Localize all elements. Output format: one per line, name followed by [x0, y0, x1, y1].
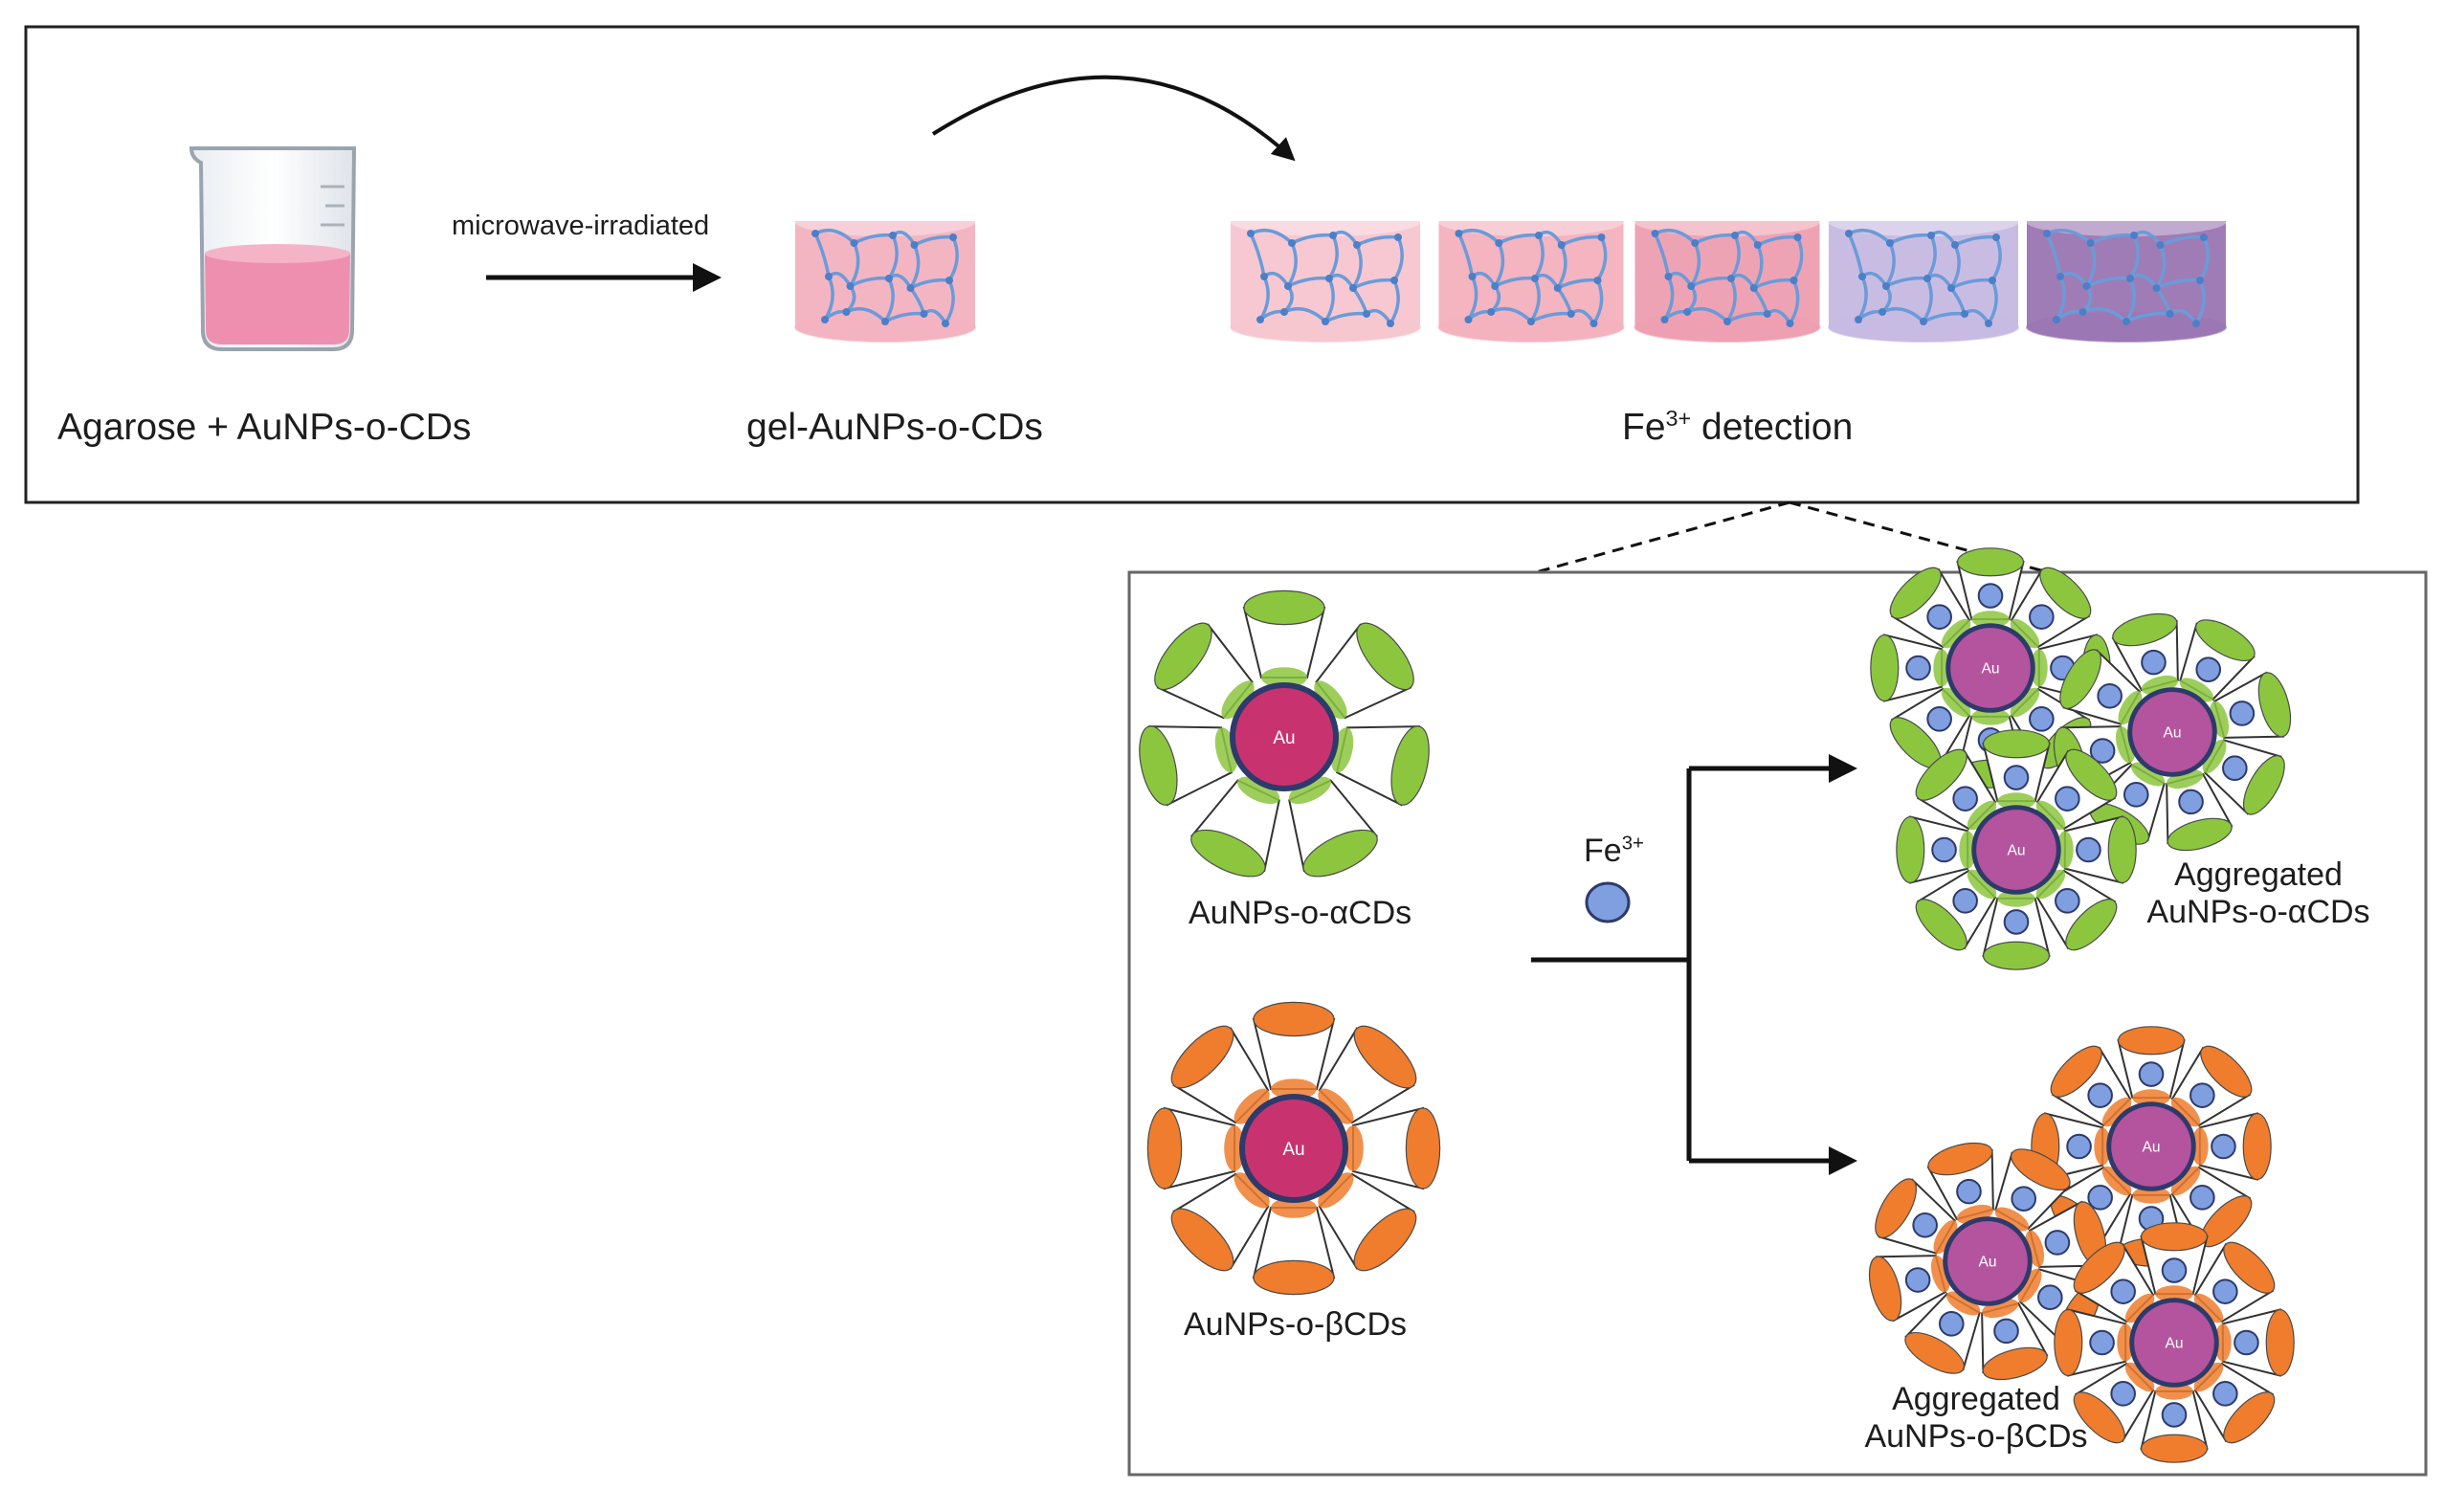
alpha-label: AuNPs-o-αCDs: [1189, 895, 1412, 931]
fe-ion-icon: [1585, 881, 1631, 923]
gel-disc-4: [1827, 204, 2020, 344]
aggregated-beta-label: Aggregated AuNPs-o-βCDs: [1864, 1381, 2088, 1455]
gel-disc-5: [2025, 204, 2228, 344]
gel-disc-1: [1229, 204, 1422, 344]
arrow-label: microwave-irradiated: [452, 211, 710, 241]
reaction-branch: [1531, 754, 1857, 1175]
au-core-label: Au: [1282, 1140, 1304, 1160]
top-panel-frame: [24, 25, 2360, 504]
beaker-icon: [189, 146, 357, 351]
au-core-label: Au: [2165, 1336, 2183, 1352]
au-core-label: Au: [1981, 661, 1999, 678]
np-alpha-agg-3: Au: [1896, 729, 2137, 970]
np-beta: Au: [1146, 1001, 1441, 1296]
np-beta-agg-3: Au: [2054, 1222, 2295, 1463]
step1-label: Agarose + AuNPs-o-CDs: [57, 407, 472, 448]
au-core-label: Au: [1978, 1255, 1996, 1271]
curved-arrow: [931, 75, 1296, 162]
gel-disc-main-body: [793, 204, 977, 344]
au-core-label: Au: [2142, 1140, 2160, 1156]
aggregated-alpha-label: Aggregated AuNPs-o-αCDs: [2146, 856, 2370, 930]
gel-disc-main: [793, 204, 977, 344]
au-core-label: Au: [2007, 843, 2025, 859]
gel-disc-2: [1436, 204, 1626, 344]
beta-label: AuNPs-o-βCDs: [1184, 1306, 1408, 1343]
step2-label: gel-AuNPs-o-CDs: [746, 407, 1043, 448]
step3-label: Fe3+ detection: [1622, 406, 1854, 448]
au-core-label: Au: [2163, 725, 2181, 742]
gel-disc-series: [1229, 204, 2228, 344]
fe-ion-label: Fe3+: [1584, 833, 1644, 869]
gel-disc-3: [1633, 204, 1822, 344]
detail-panel-frame: [1127, 570, 2428, 1477]
np-alpha: Au: [1139, 589, 1430, 878]
zoom-connector: [1535, 500, 2049, 574]
au-core-label: Au: [1273, 728, 1295, 748]
